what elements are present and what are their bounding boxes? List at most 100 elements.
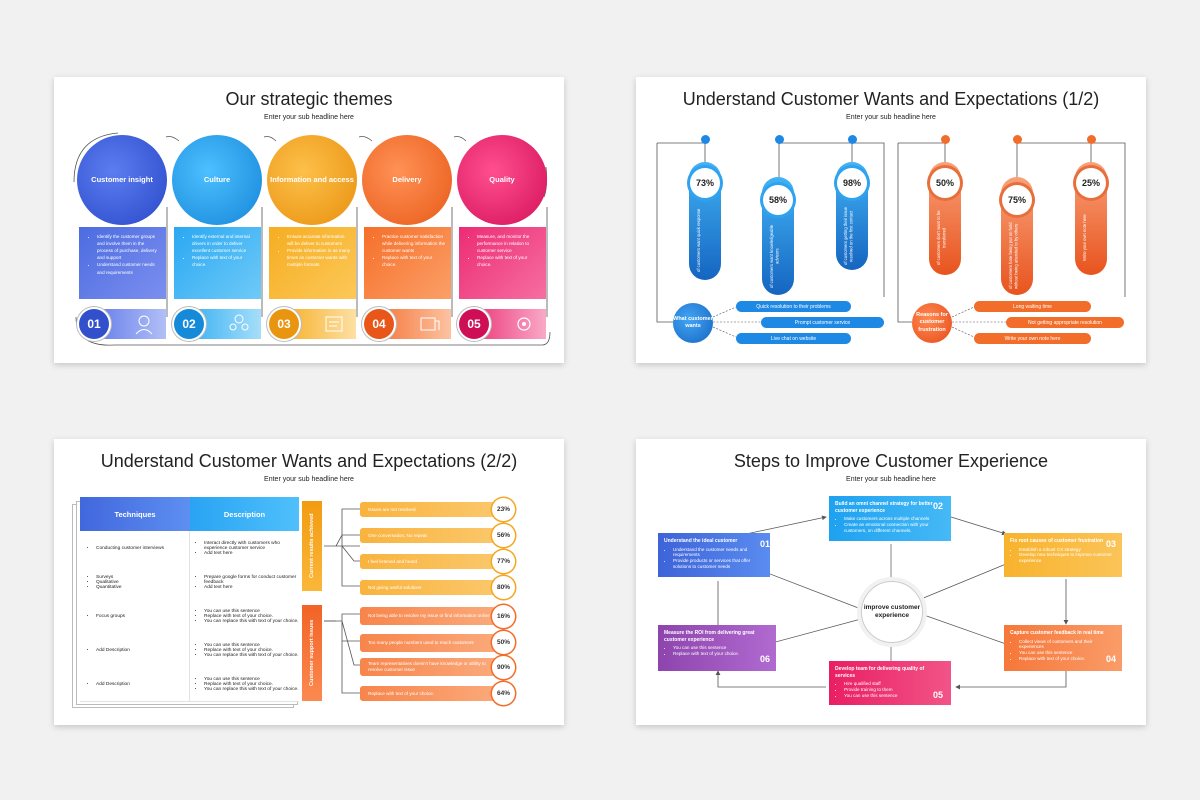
slide-steps-improve[interactable]: Steps to Improve Customer Experience Ent… bbox=[636, 439, 1146, 725]
theme-icon-strip bbox=[104, 309, 166, 339]
description-cell: You can use this sentenceReplace with te… bbox=[190, 599, 299, 633]
result-percentage: 80% bbox=[492, 576, 515, 599]
cell-text: You can use this sentence bbox=[204, 609, 298, 614]
step-bullet: Provide training to them bbox=[844, 687, 945, 693]
technique-cell: Conducting customer interviews bbox=[80, 531, 190, 565]
issue-item: Not being able to resolve my issue or fi… bbox=[360, 607, 500, 625]
theme-circle-customer-insight[interactable]: Customer insight bbox=[77, 135, 167, 225]
slide-wants-expectations-1[interactable]: Understand Customer Wants and Expectatio… bbox=[636, 77, 1146, 363]
pct-text: 90% bbox=[496, 664, 510, 671]
bar-caption: Write your own note here bbox=[1082, 214, 1087, 262]
pill-text: Live chat on website bbox=[770, 335, 817, 342]
theme-name: Culture bbox=[203, 175, 231, 185]
step-bullet: You can use this sentence bbox=[844, 693, 945, 699]
connector-lines bbox=[656, 142, 1126, 338]
want-item: Live chat on website bbox=[736, 333, 851, 344]
step-card-02: Build an omni channel strategy for bette… bbox=[829, 496, 951, 541]
technique-cell: Add Description bbox=[80, 667, 190, 701]
improve-customer-experience-hub: Improve customer experience bbox=[861, 581, 923, 643]
step-bullet: You can use this sentence bbox=[1019, 650, 1116, 656]
connector-lines bbox=[324, 508, 360, 694]
technique-cell: Add Description bbox=[80, 633, 190, 667]
pct-text: 16% bbox=[496, 613, 510, 620]
slide-wants-expectations-2[interactable]: Understand Customer Wants and Expectatio… bbox=[54, 439, 564, 725]
bullet: Provide information in as many times as … bbox=[287, 247, 351, 268]
bullet: Replace with text of your choice. bbox=[477, 254, 541, 268]
bar-caption: of customers want quick response bbox=[696, 208, 701, 272]
cell-text: Add text here bbox=[204, 551, 299, 556]
cell-text: Replace with text of your choice. bbox=[204, 682, 298, 687]
frustration-item: Long waiting time bbox=[974, 301, 1091, 312]
cell-text: Interact directly with customers who exp… bbox=[204, 541, 299, 551]
description-cell: You can use this sentenceReplace with te… bbox=[190, 667, 299, 701]
step-bullet: Develop new techniques to improve custom… bbox=[1019, 552, 1116, 564]
number-text: 04 bbox=[372, 317, 386, 331]
percentage-circle: 25% bbox=[1076, 168, 1106, 198]
issue-percentage: 50% bbox=[492, 631, 515, 654]
pct-text: 50% bbox=[935, 178, 954, 188]
theme-circle-culture[interactable]: Culture bbox=[172, 135, 262, 225]
theme-icon-strip bbox=[199, 309, 261, 339]
step-title: Fix root causes of customer frustration bbox=[1010, 538, 1104, 544]
issue-item: Too many people numbers used to reach cu… bbox=[360, 634, 500, 652]
item-text: One conversation, No repeat bbox=[368, 532, 427, 538]
cell-text: You can use this sentence bbox=[204, 677, 298, 682]
item-text: Too many people numbers used to reach cu… bbox=[368, 640, 474, 646]
bar-caption: of customers want knowledgeable advisors bbox=[769, 224, 780, 288]
result-percentage: 23% bbox=[492, 498, 515, 521]
cell-text: Replace with text of your choice. bbox=[204, 614, 298, 619]
step-bullet: Replace with text of your choice. bbox=[1019, 656, 1116, 662]
node-dot bbox=[701, 135, 710, 144]
step-title: Understand the ideal customer bbox=[664, 538, 738, 544]
want-item: Quick resolution to their problems bbox=[736, 301, 851, 312]
issue-percentage: 16% bbox=[492, 605, 515, 628]
bar-caption: of customers hate being put on hold with… bbox=[1008, 222, 1019, 290]
issue-item: Team representatives doesn't have knowle… bbox=[360, 658, 500, 676]
hub-text: Reasons for customer frustration bbox=[916, 312, 948, 333]
slide-title: Our strategic themes bbox=[225, 89, 393, 109]
theme-number: 05 bbox=[459, 309, 489, 339]
bullet: Ensure accurate information will be deli… bbox=[287, 233, 351, 247]
pct-text: 73% bbox=[695, 178, 714, 188]
description-cell: Prepare google forms for conduct custome… bbox=[190, 565, 299, 599]
result-percentage: 56% bbox=[492, 524, 515, 547]
result-item: Issues are not resolved bbox=[360, 502, 500, 517]
step-number: 05 bbox=[933, 690, 944, 700]
pct-text: 64% bbox=[496, 690, 510, 697]
group-label-issues: Customer support issues bbox=[302, 605, 322, 701]
delivery-icon bbox=[420, 317, 440, 331]
theme-circle-delivery[interactable]: Delivery bbox=[362, 135, 452, 225]
cell-text: Add Description bbox=[96, 648, 130, 653]
step-bullet: Understand the customer needs and requir… bbox=[673, 547, 764, 559]
result-percentage: 77% bbox=[492, 550, 515, 573]
step-card-05: Develop team for delivering quality of s… bbox=[829, 661, 951, 705]
theme-name: Customer insight bbox=[91, 175, 153, 185]
slide-title: Understand Customer Wants and Expectatio… bbox=[682, 89, 1100, 109]
hub-what-customer-wants: What customer wants bbox=[673, 303, 713, 343]
hub-customer-frustration: Reasons for customer frustration bbox=[912, 303, 952, 343]
slide-strategic-themes[interactable]: Our strategic themes Enter your sub head… bbox=[54, 77, 564, 363]
theme-circle-information[interactable]: Information and access bbox=[267, 135, 357, 225]
item-text: Issues are not resolved bbox=[368, 506, 416, 512]
pct-text: 23% bbox=[496, 506, 510, 513]
percentage-circle: 73% bbox=[690, 168, 720, 198]
number-text: 02 bbox=[182, 317, 196, 331]
node-dot bbox=[775, 135, 784, 144]
step-title: Capture customer feedback in real time bbox=[1010, 630, 1104, 636]
pct-text: 77% bbox=[496, 558, 510, 565]
theme-circle-quality[interactable]: Quality bbox=[457, 135, 547, 225]
node-dot bbox=[1013, 135, 1022, 144]
theme-number: 03 bbox=[269, 309, 299, 339]
description-cell: Interact directly with customers who exp… bbox=[190, 531, 299, 565]
pct-text: 58% bbox=[768, 195, 787, 205]
table-row: Add Description You can use this sentenc… bbox=[80, 667, 299, 702]
percentage-circle: 98% bbox=[837, 168, 867, 198]
cell-text: Surveys bbox=[96, 575, 122, 580]
step-bullet: Provide products or services that offer … bbox=[673, 558, 764, 570]
step-title: Build an omni channel strategy for bette… bbox=[835, 501, 933, 514]
theme-name: Information and access bbox=[270, 175, 354, 185]
gear-icon bbox=[517, 317, 531, 331]
theme-card: Identify the customer groups and involve… bbox=[79, 227, 166, 299]
theme-icon-strip bbox=[389, 309, 451, 339]
slide-subtitle: Enter your sub headline here bbox=[846, 114, 936, 121]
